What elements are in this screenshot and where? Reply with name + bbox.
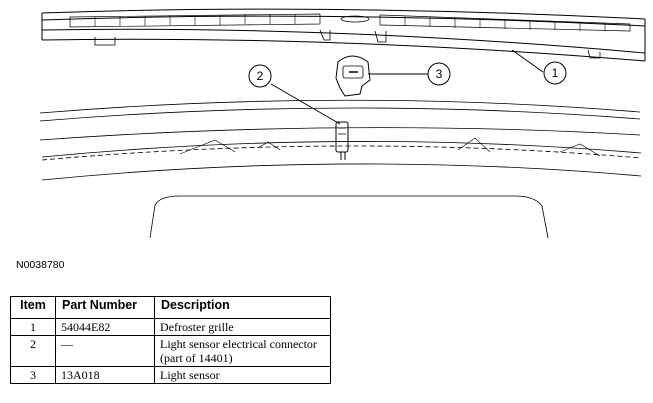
table-row: 3 13A018 Light sensor	[10, 366, 331, 384]
leader-line-2	[270, 83, 341, 125]
row-part-number: —	[55, 335, 155, 367]
sensor-connector	[335, 121, 349, 160]
parts-illustration: 1 2 3	[39, 8, 646, 239]
table-row: 2 — Light sensor electrical connector (p…	[10, 335, 331, 367]
row-item: 2	[10, 335, 56, 367]
callout-3-label: 3	[436, 67, 443, 81]
light-sensor	[335, 55, 371, 97]
defroster-grille	[41, 8, 646, 62]
callout-1-label: 1	[552, 66, 559, 80]
table-row: 1 54044E82 Defroster grille	[10, 318, 331, 336]
row-description: Light sensor electrical connector (part …	[154, 335, 331, 367]
header-part-number: Part Number	[55, 296, 155, 319]
row-item: 1	[10, 318, 56, 336]
header-item: Item	[10, 296, 56, 319]
row-part-number: 13A018	[55, 366, 155, 384]
figure-id: N0038780	[16, 259, 65, 271]
table-header-row: Item Part Number Description	[10, 296, 331, 319]
leader-line-1	[511, 49, 544, 73]
row-part-number: 54044E82	[55, 318, 155, 336]
dashboard-outline	[39, 99, 642, 239]
callout-2-label: 2	[257, 69, 264, 83]
callout-1-circle	[543, 61, 567, 85]
callout-2-circle	[248, 64, 272, 88]
parts-table: Item Part Number Description 1 54044E82 …	[10, 296, 331, 384]
row-item: 3	[10, 366, 56, 384]
row-description: Defroster grille	[154, 318, 331, 336]
callout-3-circle	[427, 62, 451, 86]
row-description: Light sensor	[154, 366, 331, 384]
header-description: Description	[154, 296, 331, 319]
